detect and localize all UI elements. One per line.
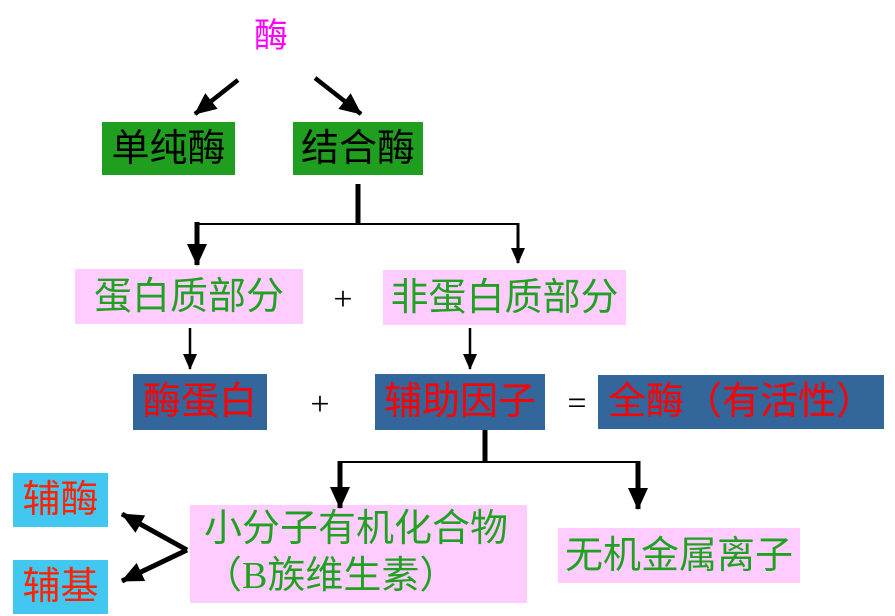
node-apoenzyme: 酶蛋白 [133, 374, 267, 430]
node-conjugated-enzyme: 结合酶 [293, 122, 423, 175]
plus-operator-1: + [333, 281, 353, 318]
arrow-root-to-simple [193, 78, 240, 116]
arrow-to-coenzyme [120, 511, 189, 553]
small-organic-line2: （B族维生素） [204, 555, 458, 597]
node-protein-part: 蛋白质部分 [75, 269, 303, 324]
node-holoenzyme: 全酶（有活性） [598, 375, 884, 429]
node-small-organic: 小分子有机化合物 （B族维生素） [190, 505, 527, 603]
equals-operator: = [567, 385, 587, 422]
plus-operator-2: + [310, 386, 330, 423]
small-organic-line1: 小分子有机化合物 [204, 508, 509, 550]
node-prosthetic-group: 辅基 [13, 560, 108, 614]
node-simple-enzyme: 单纯酶 [102, 122, 235, 175]
node-inorganic-ion: 无机金属离子 [558, 528, 800, 583]
node-non-protein-part: 非蛋白质部分 [383, 270, 626, 325]
node-coenzyme: 辅酶 [13, 473, 108, 527]
node-cofactor: 辅助因子 [375, 374, 545, 430]
arrow-root-to-conjugated [313, 76, 363, 116]
node-enzyme: 酶 [254, 18, 288, 55]
arrow-to-prosthetic-group [120, 547, 189, 584]
